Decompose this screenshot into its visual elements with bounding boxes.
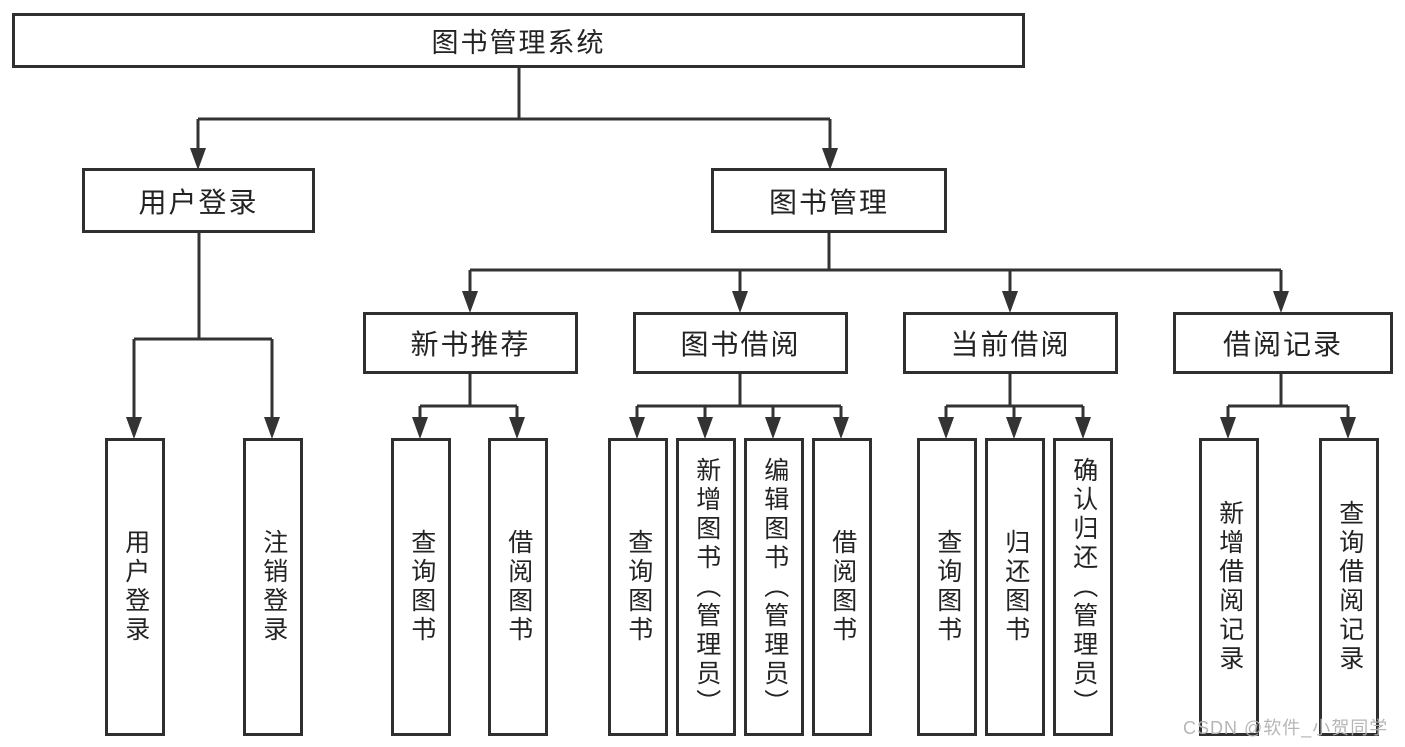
node-user-login-leaf: 用户登录 <box>105 438 165 736</box>
node-borrow-query-book: 查询图书 <box>608 438 668 736</box>
node-book-borrow: 图书借阅 <box>633 312 848 374</box>
node-rec-query-book: 查询图书 <box>391 438 451 736</box>
node-current-confirm-return-admin: 确认归还（管理员） <box>1053 438 1113 736</box>
node-borrow-borrow-book: 借阅图书 <box>812 438 872 736</box>
node-root: 图书管理系统 <box>12 13 1025 68</box>
node-borrow-record: 借阅记录 <box>1173 312 1393 374</box>
node-current-query-book: 查询图书 <box>917 438 977 736</box>
node-record-query-borrow-record: 查询借阅记录 <box>1319 438 1379 736</box>
node-borrow-edit-book-admin: 编辑图书（管理员） <box>744 438 804 736</box>
node-rec-borrow-book: 借阅图书 <box>488 438 548 736</box>
node-user-login: 用户登录 <box>82 168 315 233</box>
node-current-return-book: 归还图书 <box>985 438 1045 736</box>
node-logout-leaf: 注销登录 <box>243 438 303 736</box>
node-book-management: 图书管理 <box>711 168 947 233</box>
node-borrow-add-book-admin: 新增图书（管理员） <box>676 438 736 736</box>
node-record-add-borrow-record: 新增借阅记录 <box>1199 438 1259 736</box>
node-current-borrow: 当前借阅 <box>903 312 1118 374</box>
csdn-watermark: CSDN @软件_小贺同学 <box>1183 718 1389 738</box>
node-new-book-recommend: 新书推荐 <box>363 312 578 374</box>
